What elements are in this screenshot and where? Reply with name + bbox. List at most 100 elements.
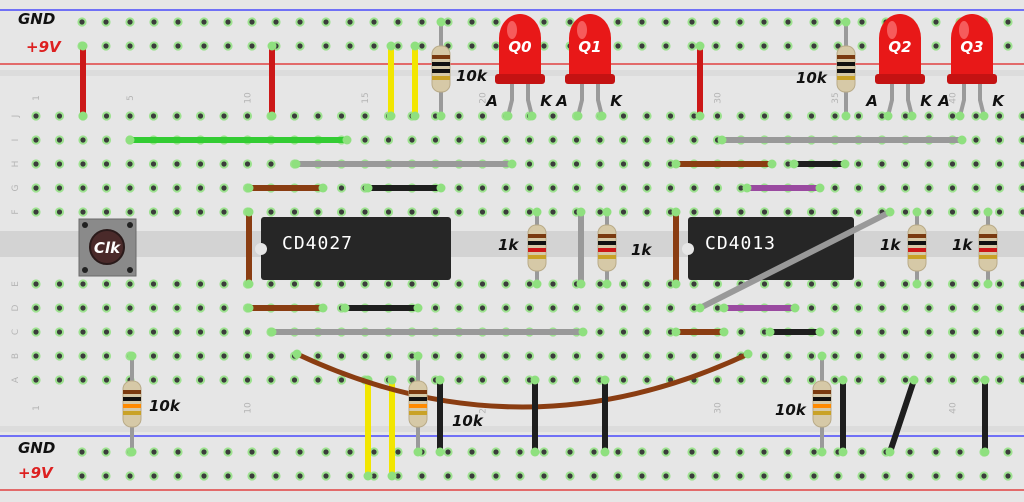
hole [174, 353, 180, 359]
resistor-led1-band [598, 234, 616, 238]
hole [691, 113, 697, 119]
hole [902, 113, 909, 119]
hole [151, 19, 157, 25]
hole [691, 137, 697, 143]
hole [338, 113, 345, 119]
hole [268, 209, 274, 215]
hole [811, 449, 817, 455]
hole [174, 377, 180, 383]
hole [479, 305, 486, 311]
hole [419, 473, 425, 479]
hole [926, 185, 932, 191]
hole [855, 353, 862, 359]
hole [56, 113, 63, 119]
hole [926, 209, 932, 215]
hole [103, 281, 110, 287]
hole [315, 281, 321, 287]
hole [103, 377, 110, 383]
resistor-top-right-band [837, 55, 855, 59]
hole [981, 473, 987, 479]
resistor-led1-end [602, 207, 612, 217]
column-number: 30 [714, 92, 724, 104]
clock-push-button[interactable]: Clk [78, 218, 137, 277]
hole [644, 281, 650, 287]
wire-brown-2-end [244, 279, 254, 289]
row-letter: C [11, 329, 21, 335]
hole [644, 113, 650, 119]
led-cathode-leg [526, 84, 534, 117]
wire-gray-2-end [717, 135, 727, 145]
hole [879, 377, 885, 383]
hole [785, 281, 791, 287]
resistor-led1 [597, 207, 617, 289]
hole [469, 473, 475, 479]
label-r-bottom-right: 10k [775, 401, 807, 419]
wires [78, 41, 990, 481]
hole [221, 305, 227, 311]
resistor-led0-band [528, 248, 546, 252]
column-number: 40 [949, 92, 959, 104]
led-end [907, 111, 917, 121]
hole [761, 377, 768, 383]
hole [175, 19, 181, 25]
hole [620, 329, 627, 335]
led-end [527, 111, 537, 121]
hole [667, 137, 674, 143]
bottom-column-number: 10 [244, 402, 254, 414]
hole [371, 449, 377, 455]
hole [103, 209, 110, 215]
resistor-bottom-right-end [817, 351, 827, 361]
hole [419, 43, 425, 49]
hole [949, 113, 956, 119]
resistor-bottom-left-band [123, 397, 141, 401]
hole [268, 377, 274, 383]
hole [150, 329, 157, 335]
hole [127, 473, 133, 479]
hole [150, 209, 157, 215]
led-rim [495, 74, 545, 84]
hole [103, 161, 110, 167]
wire-brown-2-end [244, 207, 254, 217]
hole [175, 449, 181, 455]
hole [456, 377, 462, 383]
hole [56, 209, 63, 215]
hole [597, 281, 603, 287]
hole [371, 43, 377, 49]
hole [855, 209, 862, 215]
wire-black-7-end [600, 375, 610, 385]
hole [249, 449, 255, 455]
resistor-bottom-left-end [127, 447, 137, 457]
hole [644, 185, 650, 191]
hole [832, 305, 838, 311]
hole [573, 161, 580, 167]
resistor-bottom-left-band [123, 411, 141, 415]
hole [150, 185, 157, 191]
hole [201, 449, 207, 455]
hole [973, 161, 979, 167]
wire-yellow-3-end [363, 471, 373, 481]
hole [620, 353, 627, 359]
hole [761, 19, 767, 25]
hole [432, 209, 439, 215]
hole [56, 353, 63, 359]
chip-cd4013[interactable]: CD4013 [682, 217, 854, 280]
hole [808, 305, 815, 311]
resistor-led2-end [912, 207, 922, 217]
hole [526, 353, 533, 359]
hole [201, 19, 207, 25]
hole [855, 185, 862, 191]
chip-cd4027[interactable]: CD4027 [255, 217, 451, 280]
hole [567, 473, 573, 479]
label-r-bottom-left: 10k [149, 397, 181, 415]
hole [926, 353, 932, 359]
hole [738, 209, 744, 215]
hole [174, 113, 180, 119]
hole [996, 281, 1003, 287]
hole [832, 113, 838, 119]
hole [362, 113, 368, 119]
hole [785, 209, 791, 215]
